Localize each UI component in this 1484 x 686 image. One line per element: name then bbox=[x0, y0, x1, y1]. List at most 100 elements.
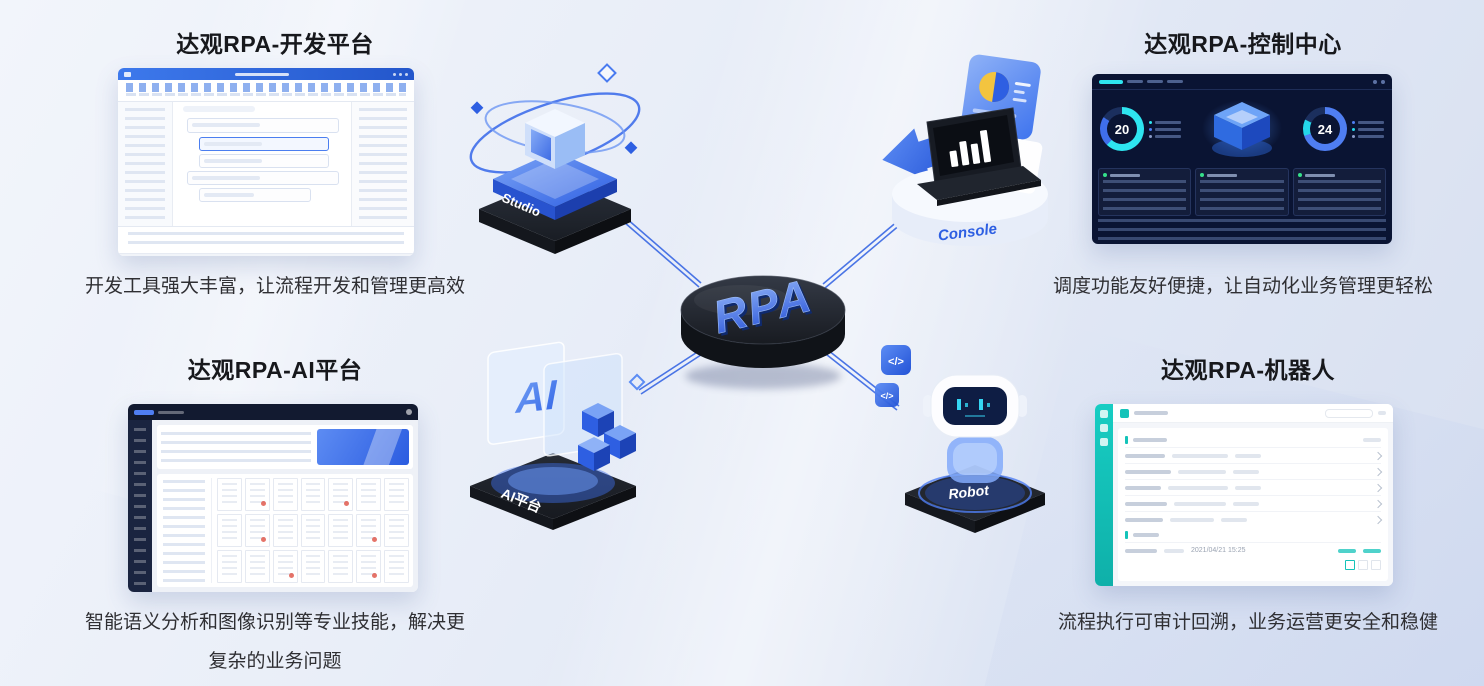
gauge-donut: 24 bbox=[1303, 107, 1347, 151]
control-center-title: 达观RPA-控制中心 bbox=[1144, 31, 1342, 57]
page-next bbox=[1358, 560, 1368, 570]
doc-thumbnail bbox=[272, 550, 298, 583]
svg-text:</>: </> bbox=[880, 391, 893, 401]
detail-link-placeholder bbox=[1338, 548, 1356, 553]
studio-workspace bbox=[118, 102, 414, 226]
studio-platform bbox=[493, 151, 617, 220]
section-accent bbox=[1125, 435, 1128, 444]
robot-card bbox=[1098, 168, 1192, 216]
user-icon bbox=[1373, 79, 1377, 84]
banner-illustration bbox=[317, 429, 409, 465]
flow-node-selected bbox=[199, 137, 329, 151]
server-illustration bbox=[1202, 100, 1282, 157]
tree-items-placeholder bbox=[125, 108, 165, 220]
robot-head bbox=[923, 374, 1027, 438]
settings-icon bbox=[1100, 438, 1108, 446]
hub-shadow bbox=[685, 363, 841, 389]
robot-body bbox=[947, 437, 1003, 483]
chevron-right-icon bbox=[1373, 483, 1383, 492]
chevron-right-icon bbox=[1373, 467, 1383, 476]
settings-icon bbox=[1381, 79, 1385, 84]
gauge-legend bbox=[1352, 120, 1384, 138]
gauge-value: 24 bbox=[1317, 121, 1333, 137]
robot-caption: 流程执行可审计回溯，业务运营更安全和稳健 bbox=[1057, 612, 1438, 633]
app-name-placeholder bbox=[1134, 411, 1168, 415]
flow-node bbox=[187, 118, 339, 133]
robot-app-main: 2021/04/21 15:25 bbox=[1113, 404, 1393, 586]
avatar bbox=[406, 409, 412, 415]
chevron-right-icon bbox=[1373, 515, 1383, 524]
doc-thumbnail bbox=[272, 478, 298, 511]
ai-caption-line2: 复杂的业务问题 bbox=[208, 651, 342, 672]
robot-3d-icon: </> </> Robot bbox=[875, 345, 1045, 533]
gauge-value: 20 bbox=[1114, 121, 1130, 137]
document-list-column bbox=[161, 478, 212, 585]
flow-node bbox=[187, 171, 339, 185]
dashboard-tab bbox=[1147, 80, 1163, 83]
dashboard-tab bbox=[1167, 80, 1183, 83]
task-row bbox=[1125, 511, 1383, 527]
doc-thumbnail bbox=[300, 514, 326, 547]
card-lines-placeholder bbox=[1200, 180, 1284, 211]
doc-thumbnail bbox=[384, 478, 409, 511]
dashboard-tab bbox=[1127, 80, 1143, 83]
maximize-icon bbox=[399, 72, 402, 76]
robot-app-header bbox=[1113, 404, 1393, 423]
robot-status-cards bbox=[1092, 168, 1392, 216]
studio-ribbon-toolbar bbox=[118, 83, 414, 102]
task-section-header bbox=[1125, 432, 1381, 447]
studio-window-titlebar bbox=[118, 68, 414, 80]
card-lines-placeholder bbox=[1297, 180, 1381, 211]
doc-thumbnail bbox=[217, 478, 242, 511]
task-row bbox=[1125, 463, 1383, 479]
doc-thumbnail bbox=[356, 514, 382, 547]
ai-platform-screenshot bbox=[128, 404, 418, 592]
robot-base-slab bbox=[905, 465, 1045, 533]
doc-thumbnail bbox=[356, 550, 382, 583]
ai-platform-3d-icon: AI AI平台 bbox=[470, 341, 646, 530]
robot-node-label: Robot bbox=[948, 482, 991, 502]
flow-node bbox=[199, 188, 311, 202]
right-gauge: 24 bbox=[1303, 107, 1384, 151]
task-row bbox=[1125, 495, 1383, 511]
ai-letters: AI bbox=[514, 371, 558, 423]
doc-thumbnail bbox=[244, 550, 270, 583]
status-bar bbox=[118, 253, 414, 256]
pagination bbox=[1125, 558, 1381, 572]
properties-panel bbox=[351, 102, 414, 226]
robot-app-rail bbox=[1095, 404, 1113, 586]
dashboard-logo bbox=[1099, 79, 1123, 84]
hub-disc-side bbox=[681, 310, 845, 368]
doc-thumbnail bbox=[328, 550, 354, 583]
online-status-dot bbox=[1297, 173, 1302, 177]
studio-cube bbox=[525, 109, 585, 169]
ai-platform-caption: 智能语义分析和图像识别等专业技能，解决更 复杂的业务问题 bbox=[40, 603, 510, 681]
online-status-dot bbox=[1103, 173, 1107, 177]
ai-app-body bbox=[128, 420, 418, 592]
ai-sidebar bbox=[128, 420, 152, 592]
ai-caption-line1: 智能语义分析和图像识别等专业技能，解决更 bbox=[84, 612, 465, 633]
banner-text-placeholder bbox=[161, 432, 311, 462]
project-tree-panel bbox=[118, 102, 173, 226]
doc-thumbnail bbox=[217, 550, 242, 583]
ai-content bbox=[152, 420, 418, 592]
robot-screenshot: 2021/04/21 15:25 bbox=[1095, 404, 1393, 586]
doc-thumbnail bbox=[356, 478, 382, 511]
search-input bbox=[1325, 408, 1373, 418]
robot-face-pixels bbox=[957, 399, 990, 417]
chevron-right-icon bbox=[1373, 499, 1383, 508]
ai-base-slab bbox=[470, 453, 636, 530]
close-icon bbox=[405, 72, 408, 76]
code-badge-icon: </> </> bbox=[875, 345, 911, 407]
ai-app-header bbox=[128, 404, 418, 420]
doc-thumbnail bbox=[328, 478, 354, 511]
left-gauge: 20 bbox=[1100, 107, 1181, 151]
gauge-donut: 20 bbox=[1100, 107, 1144, 151]
doc-thumbnail bbox=[384, 514, 409, 547]
doc-thumbnail bbox=[328, 514, 354, 547]
task-row bbox=[1125, 479, 1383, 495]
card-lines-placeholder bbox=[1103, 180, 1187, 211]
doc-thumbnail bbox=[244, 514, 270, 547]
dev-platform-title: 达观RPA-开发平台 bbox=[176, 31, 374, 57]
